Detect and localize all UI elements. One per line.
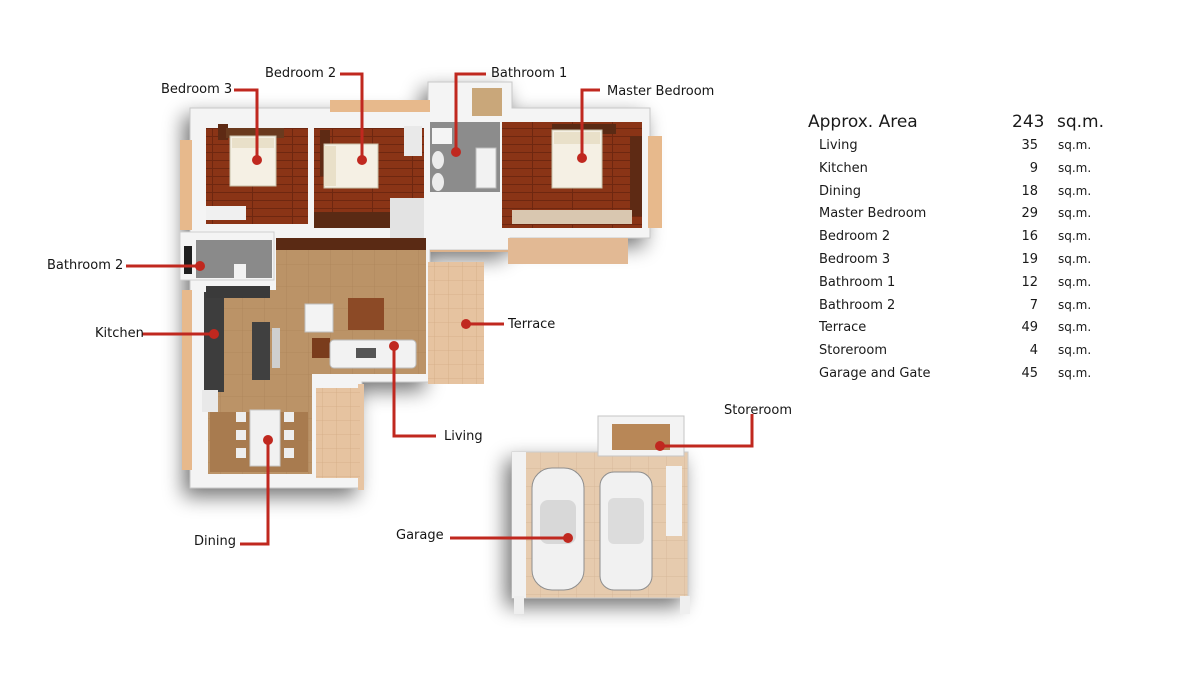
leader-bedroom2: [340, 72, 364, 160]
leader-dots: [195, 147, 665, 543]
area-row-name: Storeroom: [819, 343, 887, 359]
terrace-area: [316, 238, 628, 490]
area-row-unit: sq.m.: [1058, 320, 1092, 335]
deck-top: [330, 100, 430, 112]
label-garage: Garage: [396, 528, 444, 543]
area-row-name: Bedroom 2: [819, 229, 891, 245]
label-bathroom2: Bathroom 2: [47, 258, 124, 273]
label-living: Living: [444, 429, 483, 444]
area-row-name: Garage and Gate: [819, 366, 931, 381]
garage-wall-right: [666, 466, 682, 536]
leader-master-bedroom: [580, 88, 600, 158]
area-row-name: Living: [819, 138, 858, 153]
area-row-unit: sq.m.: [1058, 274, 1092, 289]
deck-right: [648, 136, 662, 228]
area-row-value: 45: [1021, 366, 1038, 381]
master-bedroom-room: [502, 122, 642, 228]
area-row-unit: sq.m.: [1058, 343, 1092, 358]
car-left: [531, 467, 585, 591]
label-terrace: Terrace: [508, 317, 556, 332]
bathroom1-room: [430, 88, 502, 192]
area-row-value: 29: [1021, 206, 1038, 222]
area-row-value: 49: [1021, 320, 1038, 336]
area-title: Approx. Area: [808, 112, 918, 132]
leader-storeroom: [660, 414, 754, 448]
area-row-value: 35: [1021, 138, 1038, 153]
storeroom-room: [597, 415, 685, 457]
car-right: [599, 471, 653, 591]
label-kitchen: Kitchen: [95, 326, 144, 341]
leader-living: [392, 346, 436, 438]
area-row-unit: sq.m.: [1058, 160, 1092, 175]
bathroom2-room: [179, 231, 275, 281]
deck-left-lower: [182, 290, 192, 470]
area-row-unit: sq.m.: [1058, 229, 1092, 244]
area-row-value: 7: [1029, 297, 1038, 313]
area-row-name: Master Bedroom: [819, 206, 927, 222]
leader-lines: [126, 72, 754, 546]
area-row-unit: sq.m.: [1058, 206, 1092, 221]
area-row-name: Bedroom 3: [819, 252, 891, 267]
area-row-value: 16: [1021, 229, 1038, 245]
area-row-name: Bathroom 2: [819, 297, 896, 313]
kitchen-area: [202, 286, 280, 412]
dining-area: [210, 409, 308, 472]
leader-bathroom1: [454, 72, 486, 152]
label-bedroom3: Bedroom 3: [161, 82, 233, 97]
area-row-unit: sq.m.: [1058, 297, 1092, 312]
leader-bedroom3: [234, 88, 259, 160]
label-bedroom2: Bedroom 2: [265, 66, 337, 81]
area-row-unit: sq.m.: [1058, 252, 1092, 266]
area-row-name: Bathroom 1: [819, 274, 896, 290]
area-row-name: Kitchen: [819, 160, 868, 176]
area-row-unit: sq.m.: [1058, 366, 1092, 380]
bedroom2-room: [314, 126, 424, 228]
garage-wall-left: [512, 452, 526, 598]
area-row-value: 4: [1029, 343, 1038, 359]
area-row-name: Dining: [819, 183, 861, 199]
area-row-value: 12: [1021, 274, 1038, 290]
area-row-unit: sq.m.: [1058, 138, 1092, 152]
deck-left: [180, 140, 192, 230]
area-row-value: 9: [1029, 160, 1038, 176]
label-master-bedroom: Master Bedroom: [607, 84, 715, 99]
area-row-name: Terrace: [819, 320, 867, 336]
area-total-unit: sq.m.: [1057, 112, 1105, 132]
leader-dining: [240, 440, 270, 546]
label-dining: Dining: [194, 534, 236, 549]
label-storeroom: Storeroom: [724, 403, 792, 418]
area-row-unit: sq.m.: [1058, 183, 1092, 198]
gate-post-right: [680, 596, 690, 614]
area-row-value: 18: [1021, 183, 1038, 199]
area-row-value: 19: [1021, 252, 1038, 267]
gate-post-left: [514, 596, 524, 614]
label-bathroom1: Bathroom 1: [491, 66, 568, 81]
area-total: 243: [1012, 112, 1045, 132]
